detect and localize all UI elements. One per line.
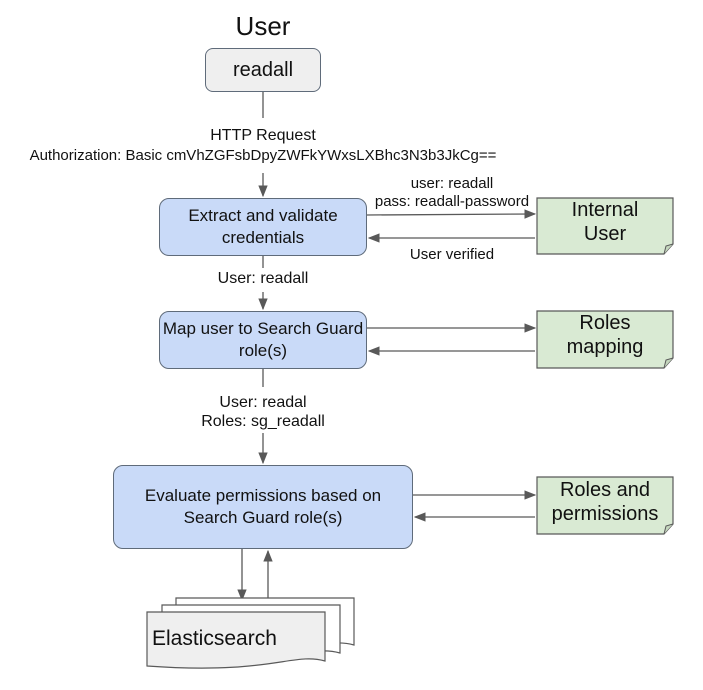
user-verified-label: User verified xyxy=(409,246,495,263)
user-readall-label: User: readall xyxy=(217,270,309,287)
note-internal-user-shape xyxy=(536,197,674,255)
credentials-label-line2: pass: readall-password xyxy=(374,193,530,210)
note-roles-mapping-shape xyxy=(536,310,674,369)
connectors xyxy=(237,92,537,603)
elasticsearch-documents-shape xyxy=(146,597,355,669)
evaluate-permissions-label: Evaluate permissions based on Search Gua… xyxy=(144,486,382,527)
note-roles-permissions-shape xyxy=(536,476,674,535)
request-label-line2: Authorization: Basic cmVhZGFsbDpyZWFkYWx… xyxy=(29,147,497,164)
edge-extract-to-internal-user xyxy=(366,209,537,219)
request-label-line1: HTTP Request xyxy=(210,127,316,144)
evaluate-permissions-node: Evaluate permissions based on Search Gua… xyxy=(113,465,413,549)
roles-mapping-note: Roles mapping xyxy=(566,312,644,358)
user-roles-label-line2: Roles: sg_readall xyxy=(201,413,325,430)
credentials-label-line1: user: readall xyxy=(410,175,494,192)
user-node: readall xyxy=(205,48,321,92)
map-user-label: Map user to Search Guard role(s) xyxy=(162,319,364,360)
extract-validate-node: Extract and validate credentials xyxy=(159,198,367,256)
roles-permissions-note: Roles and permissions xyxy=(551,479,659,525)
map-user-node: Map user to Search Guard role(s) xyxy=(159,311,367,369)
internal-user-note: Internal User xyxy=(571,199,639,245)
extract-validate-label: Extract and validate credentials xyxy=(188,206,338,247)
user-roles-label-line1: User: readal xyxy=(219,394,307,411)
elasticsearch-label: Elasticsearch xyxy=(152,627,277,650)
diagram-title: User xyxy=(235,11,291,41)
